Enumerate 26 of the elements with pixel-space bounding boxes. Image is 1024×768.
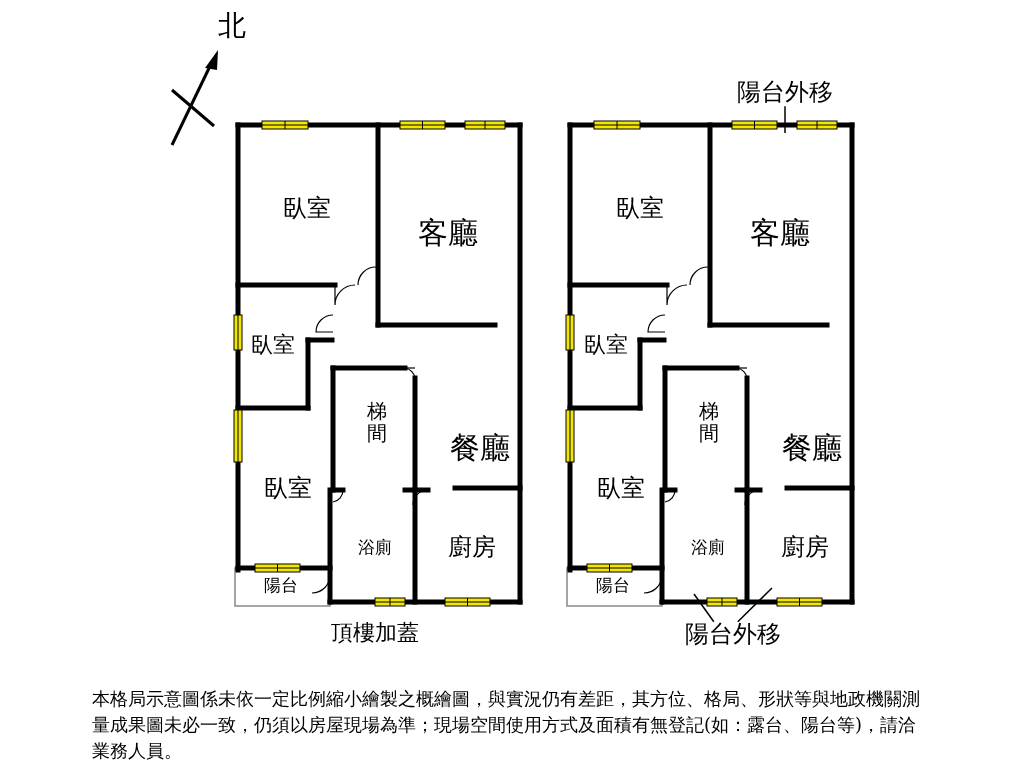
room-label: 浴廁	[358, 537, 392, 557]
room-label: 浴廁	[691, 537, 725, 557]
room-label: 臥室	[251, 332, 295, 358]
room-label: 廚房	[781, 533, 829, 561]
room-label: 客廳	[418, 215, 478, 249]
leader-line	[784, 105, 786, 134]
floor-note: 頂樓加蓋	[331, 620, 419, 646]
callout-label: 陽台外移	[737, 78, 833, 106]
room-label: 臥室	[616, 194, 664, 222]
room-label: 梯間	[366, 400, 388, 444]
room-label: 臥室	[584, 332, 628, 358]
room-label: 客廳	[750, 215, 810, 249]
room-label: 餐廳	[450, 430, 510, 464]
room-label: 陽台	[596, 575, 630, 595]
room-label: 臥室	[283, 194, 331, 222]
compass-label: 北	[218, 10, 246, 42]
room-label: 廚房	[448, 533, 496, 561]
room-label: 梯間	[698, 400, 720, 444]
callout-label: 陽台外移	[685, 620, 781, 648]
leader-line	[737, 587, 773, 623]
room-label: 臥室	[597, 474, 645, 502]
leader-line	[693, 593, 715, 623]
room-label: 臥室	[264, 474, 312, 502]
disclaimer-note: 本格局示意圖係未依一定比例縮小繪製之概繪圖，與實況仍有差距，其方位、格局、形狀等與地政機關測量成果圖未必一致，仍須以房屋現場為準；現場空間使用方式及面積有無登記(如：露台、陽台等)，請洽業務人員。	[92, 687, 921, 763]
room-label: 餐廳	[782, 430, 842, 464]
room-label: 陽台	[264, 575, 298, 595]
